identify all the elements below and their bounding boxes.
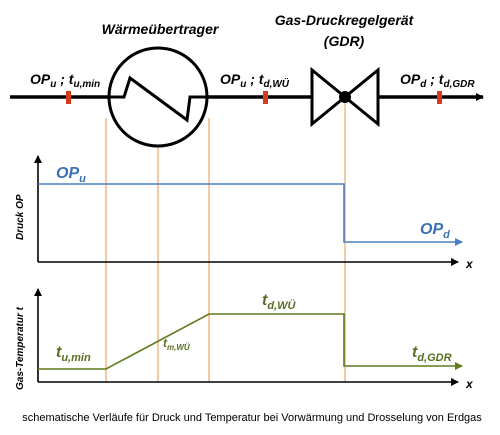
pressure-chart: Druck OP x OPu OPd	[15, 155, 474, 271]
temperature-axis-label: Gas-Temperatur t	[15, 306, 26, 390]
pressure-x-label: x	[465, 257, 474, 271]
pressure-curve	[38, 183, 463, 246]
gdr-title-line1: Gas-Druckregelgerät	[275, 12, 415, 28]
heat-exchanger-icon	[107, 46, 209, 148]
measurement-marker-middle	[263, 91, 268, 104]
pipeline	[10, 46, 484, 148]
measurement-marker-inlet	[66, 91, 71, 104]
measurement-marker-outlet	[437, 91, 442, 104]
temperature-chart: Gas-Temperatur t x tu,min tm,WÜ td,WÜ td…	[15, 288, 474, 391]
heat-exchanger-title: Wärmeübertrager	[102, 21, 220, 37]
temperature-x-label: x	[465, 377, 474, 391]
state-label-outlet: OPd ; td,GDR	[400, 71, 475, 90]
pressure-label-high: OPu	[56, 165, 86, 185]
pressure-label-low: OPd	[420, 221, 450, 241]
pressure-regulator-icon	[310, 66, 380, 128]
pressure-axis-label: Druck OP	[15, 194, 26, 240]
temperature-label-min: tu,min	[56, 344, 91, 364]
temperature-curve	[38, 313, 463, 370]
state-label-inlet: OPu ; tu,min	[30, 71, 100, 90]
temperature-label-mid: tm,WÜ	[163, 336, 190, 352]
gdr-title-line2: (GDR)	[324, 33, 365, 49]
figure-caption: schematische Verläufe für Druck und Temp…	[22, 412, 482, 424]
state-label-middle: OPu ; td,WÜ	[220, 71, 290, 90]
temperature-label-max: td,WÜ	[262, 292, 296, 312]
temperature-label-gdr: td,GDR	[412, 344, 452, 364]
